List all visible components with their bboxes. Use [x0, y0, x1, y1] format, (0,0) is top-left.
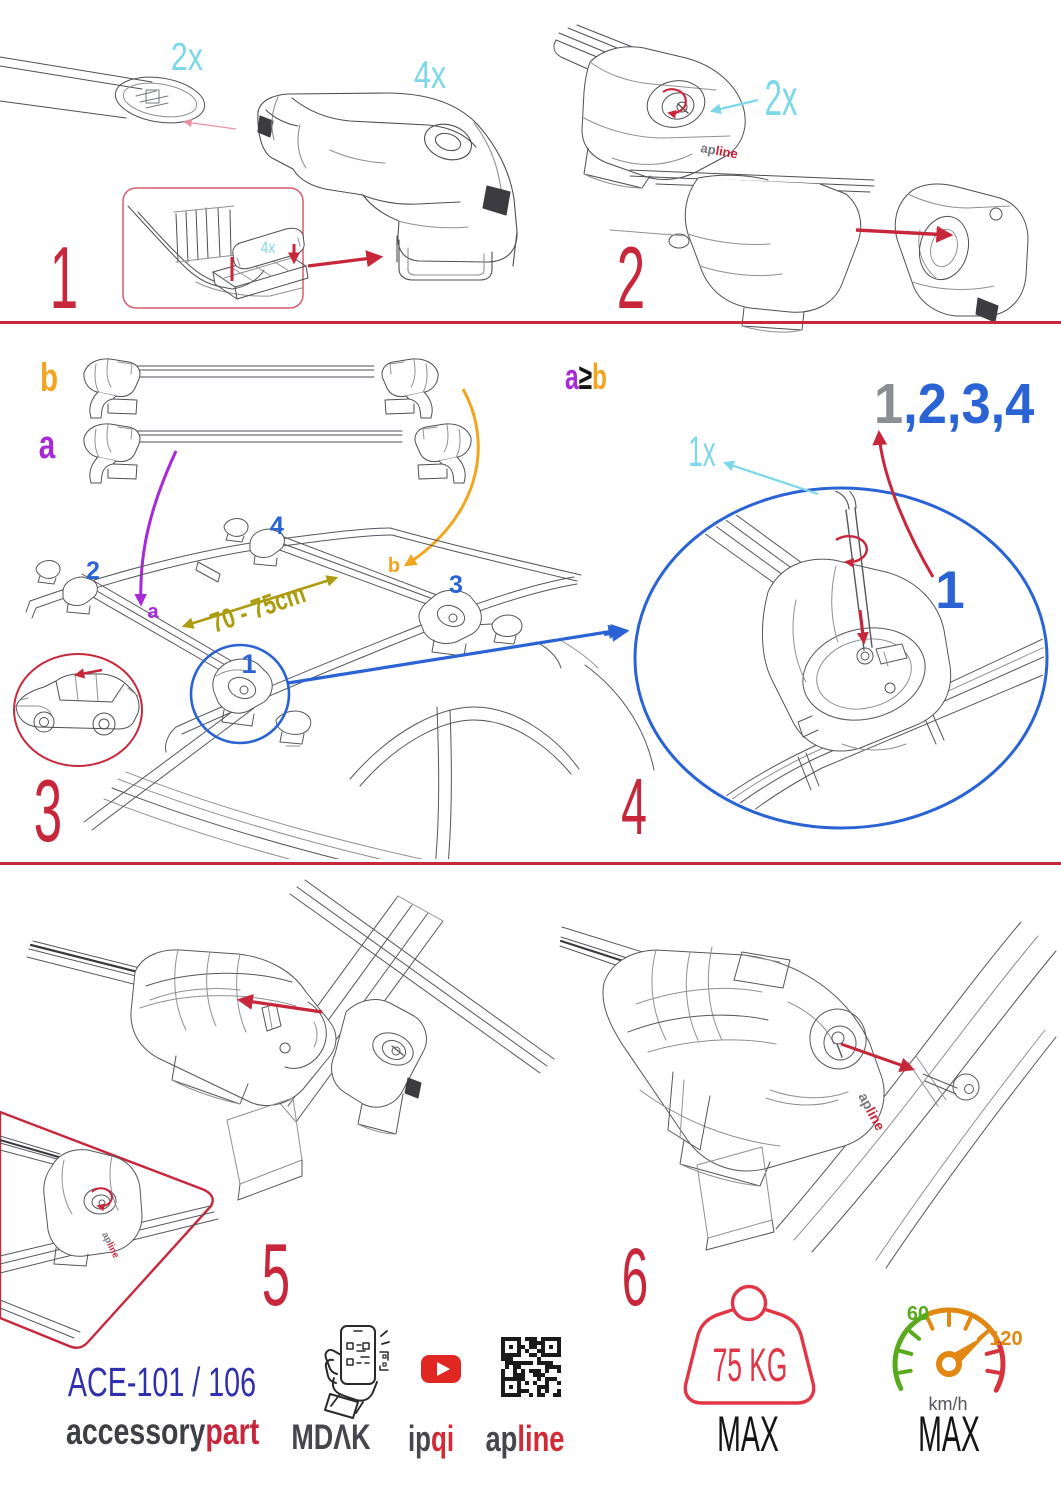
- svg-text:b: b: [388, 555, 400, 577]
- svg-text:75 KG: 75 KG: [713, 1340, 788, 1392]
- svg-text:1,2,3,4: 1,2,3,4: [874, 371, 1035, 436]
- svg-text:120: 120: [989, 1328, 1022, 1350]
- svg-text:6: 6: [622, 1232, 648, 1324]
- svg-text:a≥b: a≥b: [565, 356, 607, 397]
- svg-text:4x: 4x: [261, 239, 276, 258]
- svg-text:2x: 2x: [765, 69, 798, 125]
- svg-text:a: a: [39, 423, 56, 467]
- svg-text:ACE-101 / 106: ACE-101 / 106: [68, 1360, 256, 1405]
- svg-text:MAX: MAX: [717, 1406, 779, 1463]
- svg-text:3: 3: [34, 763, 62, 861]
- svg-text:accessorypart: accessorypart: [66, 1410, 259, 1451]
- svg-text:5: 5: [262, 1227, 290, 1325]
- svg-text:apline: apline: [485, 1418, 564, 1459]
- svg-text:2: 2: [617, 230, 645, 328]
- svg-text:apline: apline: [699, 140, 739, 161]
- svg-text:1x: 1x: [688, 427, 715, 476]
- svg-text:3: 3: [449, 571, 463, 599]
- svg-text:70 - 75cm: 70 - 75cm: [207, 578, 310, 640]
- svg-text:1: 1: [241, 649, 256, 679]
- svg-text:2x: 2x: [171, 35, 204, 78]
- svg-text:60: 60: [907, 1303, 929, 1325]
- svg-text:ipqi: ipqi: [408, 1419, 454, 1459]
- svg-text:MAX: MAX: [918, 1406, 980, 1463]
- svg-text:2: 2: [86, 557, 100, 585]
- svg-text:MDΛK: MDΛK: [291, 1418, 371, 1457]
- svg-text:a: a: [147, 601, 159, 623]
- svg-text:1: 1: [50, 230, 78, 328]
- svg-text:b: b: [40, 356, 58, 400]
- svg-text:4x: 4x: [414, 53, 447, 96]
- svg-text:km/h: km/h: [928, 1394, 967, 1414]
- svg-text:4: 4: [621, 762, 647, 851]
- svg-text:1: 1: [935, 561, 964, 620]
- svg-text:4: 4: [270, 512, 284, 540]
